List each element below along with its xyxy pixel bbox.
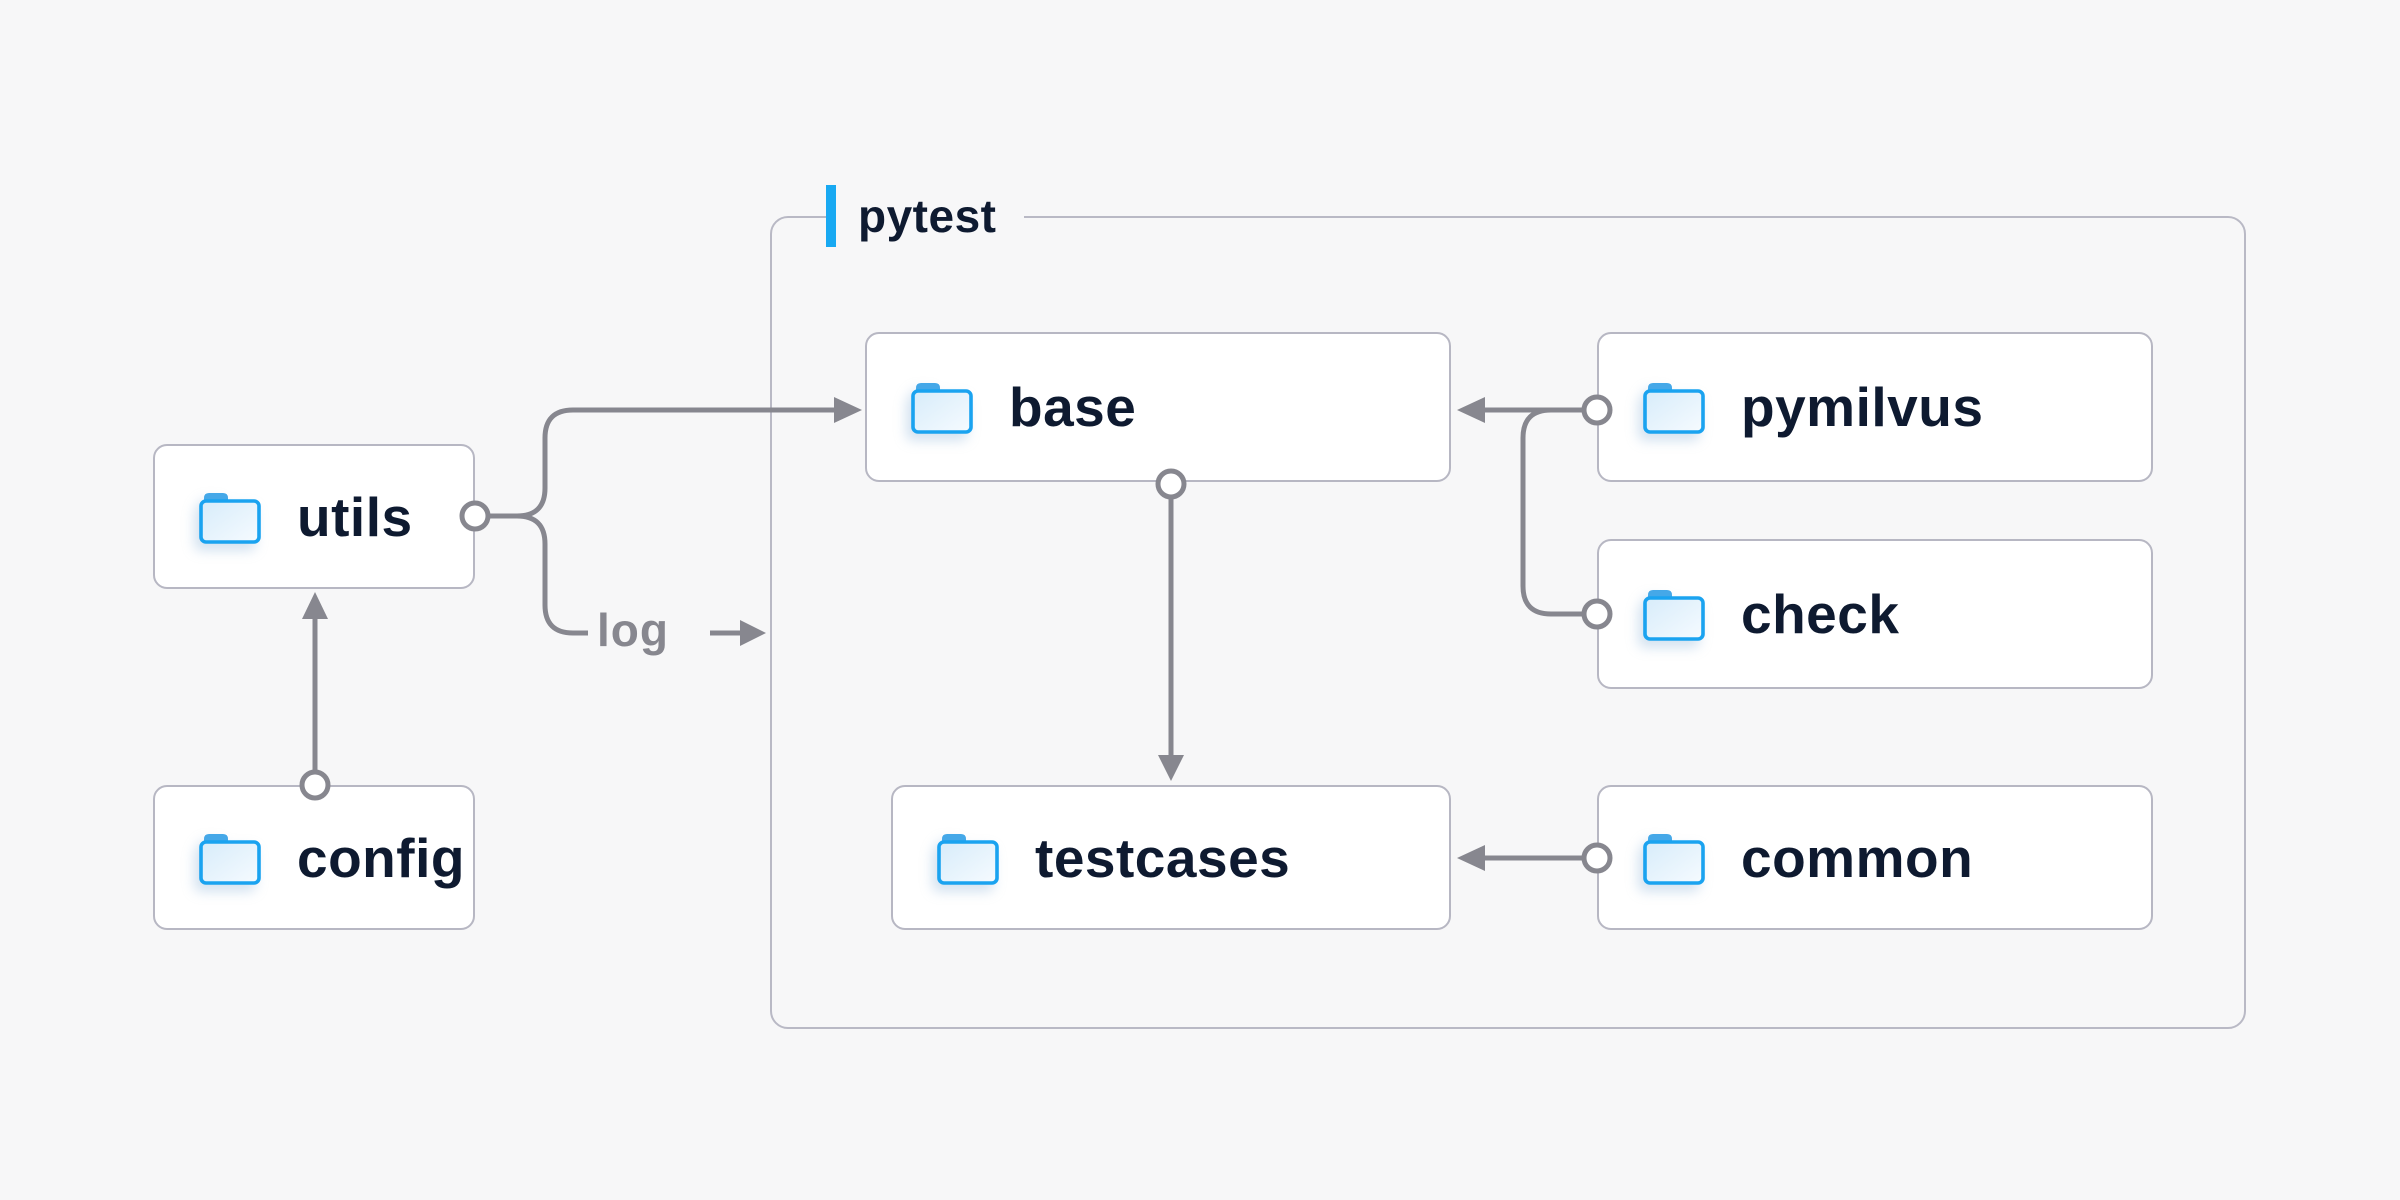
folder-icon [1643,833,1705,885]
node-common: common [1597,785,2153,930]
arrowhead-right-icon [740,620,766,646]
accent-bar-icon [826,185,836,247]
folder-icon [937,833,999,885]
node-label: common [1741,826,1974,889]
node-config: config [153,785,475,930]
node-pymilvus: pymilvus [1597,332,2153,482]
node-utils: utils [153,444,475,589]
edge-label-log: log [597,604,669,656]
folder-icon [911,383,973,434]
node-check: check [1597,539,2153,689]
folder-icon [1643,383,1705,434]
pytest-group-container [770,216,2246,1029]
group-title: pytest [858,190,997,242]
folder-icon [1643,590,1705,641]
node-label: check [1741,583,1900,645]
node-label: utils [297,485,413,548]
edge-utils-log [516,513,588,636]
node-testcases: testcases [891,785,1451,930]
node-label: base [1009,376,1137,438]
node-label: pymilvus [1741,376,1984,438]
node-label: testcases [1035,826,1291,889]
folder-icon [199,833,261,885]
node-base: base [865,332,1451,482]
node-label: config [297,826,465,889]
pytest-group-label: pytest [826,185,1025,247]
arrowhead-up-icon [302,592,328,619]
folder-icon [199,492,261,544]
